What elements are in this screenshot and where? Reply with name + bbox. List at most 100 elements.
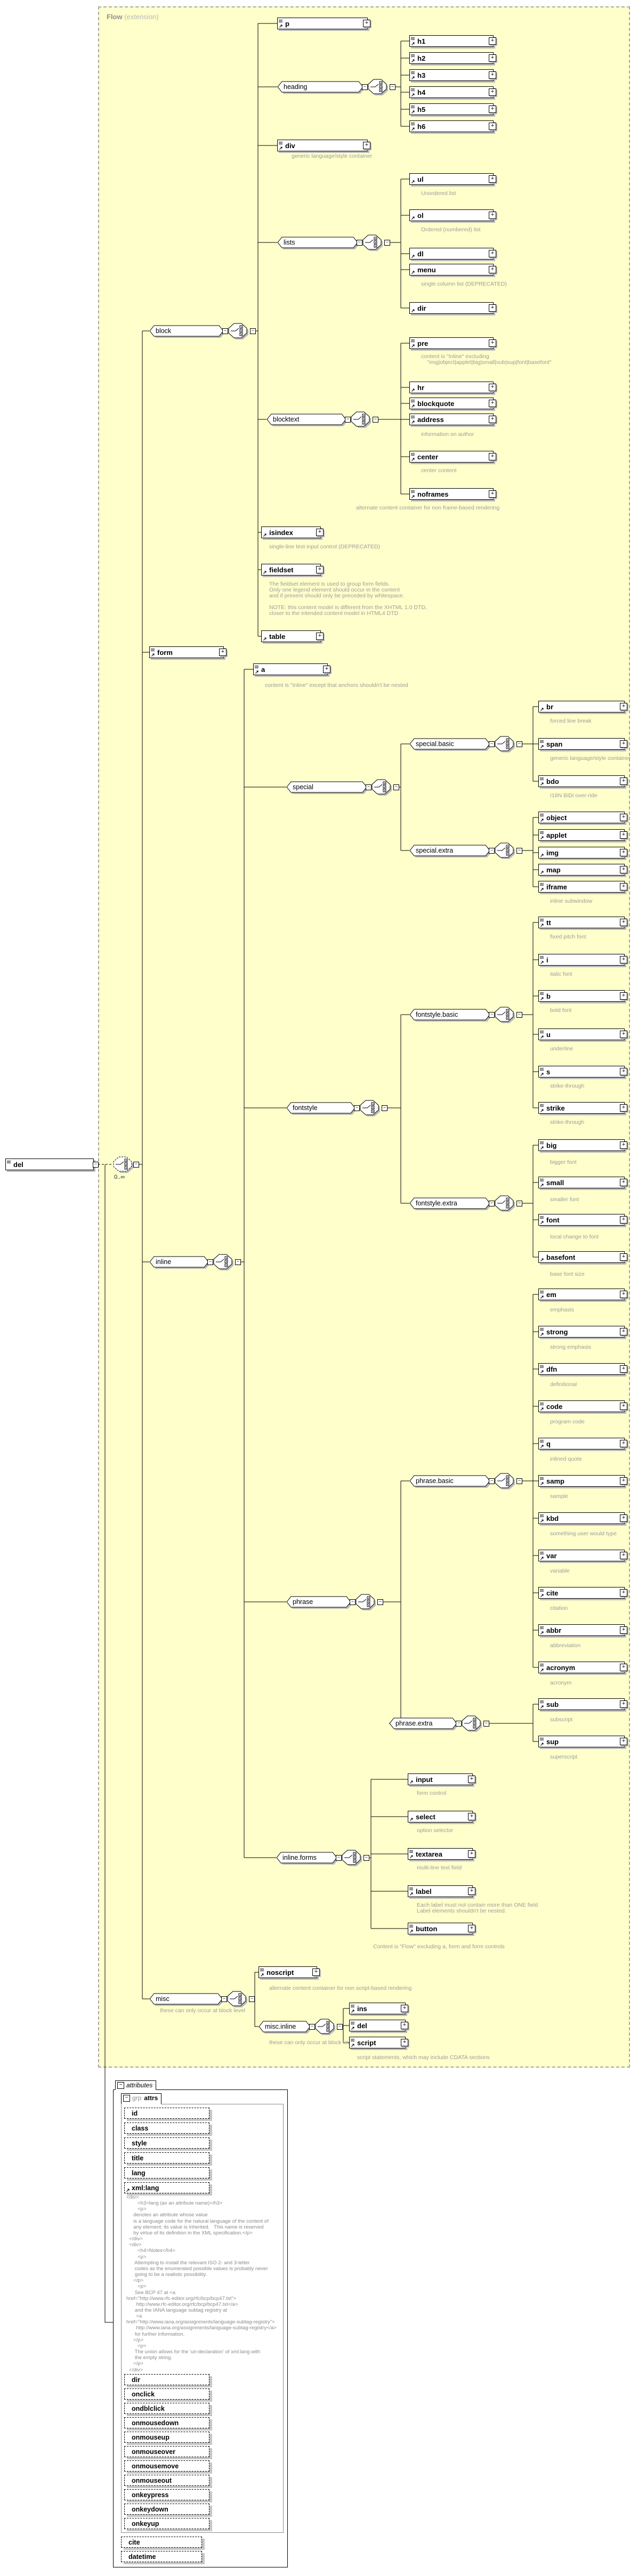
element-box-sup[interactable]: sup bbox=[538, 1736, 627, 1747]
group-fontstyle[interactable]: fontstyle bbox=[286, 1102, 357, 1115]
expand-icon[interactable] bbox=[620, 849, 627, 856]
collapse-handle[interactable] bbox=[221, 1996, 227, 2002]
element-box-h4[interactable]: h4 bbox=[409, 86, 496, 98]
expand-icon[interactable] bbox=[312, 1969, 320, 1976]
expand-icon[interactable] bbox=[468, 1776, 475, 1783]
attributes-panel-tab[interactable]: attributes bbox=[115, 2080, 157, 2090]
attribute-onmouseup[interactable]: onmouseup bbox=[124, 2432, 209, 2443]
expand-icon[interactable] bbox=[620, 1440, 627, 1447]
collapse-handle[interactable] bbox=[483, 1721, 489, 1727]
element-box-u[interactable]: u bbox=[538, 1028, 627, 1040]
element-box-br[interactable]: br bbox=[538, 701, 627, 712]
element-box-input[interactable]: input bbox=[408, 1773, 475, 1785]
collapse-handle[interactable] bbox=[377, 1599, 383, 1605]
group-heading[interactable]: heading bbox=[277, 81, 365, 94]
collapse-handle[interactable] bbox=[516, 848, 522, 854]
expand-icon[interactable] bbox=[401, 2039, 408, 2046]
group-special.extra[interactable]: special.extra bbox=[409, 845, 491, 857]
element-box-big[interactable]: big bbox=[538, 1139, 627, 1151]
element-box-del[interactable]: del bbox=[349, 2020, 408, 2031]
attribute-datetime[interactable]: datetime bbox=[121, 2551, 202, 2562]
collapse-handle[interactable] bbox=[133, 1162, 139, 1168]
collapse-handle[interactable] bbox=[235, 1259, 241, 1265]
expand-icon[interactable] bbox=[620, 1179, 627, 1186]
group-special[interactable]: special bbox=[286, 781, 368, 794]
collapse-handle[interactable] bbox=[222, 328, 228, 334]
element-box-div[interactable]: div bbox=[277, 140, 370, 151]
group-lists[interactable]: lists bbox=[277, 237, 359, 249]
group-fontstyle.basic[interactable]: fontstyle.basic bbox=[409, 1009, 491, 1022]
element-box-var[interactable]: var bbox=[538, 1550, 627, 1561]
element-box-fieldset[interactable]: fieldset bbox=[261, 564, 324, 576]
expand-icon[interactable] bbox=[620, 1552, 627, 1559]
expand-icon[interactable] bbox=[620, 866, 627, 873]
expand-icon[interactable] bbox=[620, 814, 627, 821]
element-box-font[interactable]: font bbox=[538, 1214, 627, 1226]
attribute-onkeyup[interactable]: onkeyup bbox=[124, 2518, 209, 2529]
expand-icon[interactable] bbox=[620, 1477, 627, 1485]
expand-icon[interactable] bbox=[489, 250, 496, 257]
collapse-handle[interactable] bbox=[489, 1012, 495, 1018]
expand-icon[interactable] bbox=[323, 666, 330, 673]
attribute-onmouseover[interactable]: onmouseover bbox=[124, 2446, 209, 2457]
expand-icon[interactable] bbox=[620, 1104, 627, 1112]
element-box-hr[interactable]: hr bbox=[409, 382, 496, 393]
collapse-handle[interactable] bbox=[337, 2024, 343, 2030]
expand-icon[interactable] bbox=[468, 1925, 475, 1932]
attribute-lang[interactable]: lang bbox=[124, 2167, 209, 2178]
element-box-abbr[interactable]: abbr bbox=[538, 1624, 627, 1636]
expand-icon[interactable] bbox=[489, 416, 496, 423]
collapse-handle[interactable] bbox=[362, 84, 368, 90]
collapse-handle[interactable] bbox=[384, 240, 390, 246]
attribute-onkeypress[interactable]: onkeypress bbox=[124, 2489, 209, 2500]
expand-icon[interactable] bbox=[489, 88, 496, 96]
element-box-h5[interactable]: h5 bbox=[409, 103, 496, 115]
attribute-title[interactable]: title bbox=[124, 2152, 209, 2164]
element-box-noframes[interactable]: noframes bbox=[409, 488, 496, 500]
element-box-h1[interactable]: h1 bbox=[409, 35, 496, 47]
element-box-cite[interactable]: cite bbox=[538, 1587, 627, 1599]
expand-icon[interactable] bbox=[489, 54, 496, 62]
expand-icon[interactable] bbox=[620, 992, 627, 1000]
expand-icon[interactable] bbox=[620, 1514, 627, 1522]
expand-icon[interactable] bbox=[489, 71, 496, 79]
expand-icon[interactable] bbox=[620, 740, 627, 748]
element-box-sub[interactable]: sub bbox=[538, 1698, 627, 1710]
expand-icon[interactable] bbox=[489, 304, 496, 312]
expand-icon[interactable] bbox=[489, 175, 496, 183]
element-box-acronym[interactable]: acronym bbox=[538, 1662, 627, 1673]
element-box-basefont[interactable]: basefont bbox=[538, 1251, 627, 1263]
expand-icon[interactable] bbox=[468, 1813, 475, 1820]
expand-icon[interactable] bbox=[620, 1216, 627, 1224]
collapse-icon[interactable] bbox=[117, 2082, 124, 2089]
collapse-handle[interactable] bbox=[250, 328, 256, 334]
collapse-handle[interactable] bbox=[489, 1478, 495, 1484]
attribute-onmousemove[interactable]: onmousemove bbox=[124, 2460, 209, 2472]
element-box-i[interactable]: i bbox=[538, 954, 627, 966]
element-box-q[interactable]: q bbox=[538, 1438, 627, 1449]
collapse-handle[interactable] bbox=[336, 1855, 342, 1861]
expand-icon[interactable] bbox=[620, 1291, 627, 1298]
attribute-onclick[interactable]: onclick bbox=[124, 2388, 209, 2400]
collapse-handle[interactable] bbox=[489, 1201, 495, 1206]
expand-icon[interactable] bbox=[620, 1589, 627, 1597]
element-box-del[interactable]: del bbox=[5, 1159, 94, 1170]
group-inline.forms[interactable]: inline.forms bbox=[276, 1852, 338, 1865]
collapse-handle[interactable] bbox=[366, 784, 372, 790]
element-box-img[interactable]: img bbox=[538, 847, 627, 858]
expand-icon[interactable] bbox=[363, 142, 370, 149]
element-box-map[interactable]: map bbox=[538, 864, 627, 876]
element-box-select[interactable]: select bbox=[408, 1811, 475, 1822]
attribute-id[interactable]: id bbox=[124, 2108, 209, 2119]
element-box-center[interactable]: center bbox=[409, 451, 496, 463]
element-box-span[interactable]: span bbox=[538, 738, 627, 750]
group-blocktext[interactable]: blocktext bbox=[266, 414, 348, 426]
element-box-script[interactable]: script bbox=[349, 2037, 408, 2048]
expand-icon[interactable] bbox=[489, 106, 496, 113]
attribute-class[interactable]: class bbox=[124, 2123, 209, 2134]
attribute-onmousedown[interactable]: onmousedown bbox=[124, 2417, 209, 2428]
element-box-bdo[interactable]: bdo bbox=[538, 775, 627, 787]
expand-icon[interactable] bbox=[489, 384, 496, 391]
group-fontstyle.extra[interactable]: fontstyle.extra bbox=[409, 1197, 491, 1210]
